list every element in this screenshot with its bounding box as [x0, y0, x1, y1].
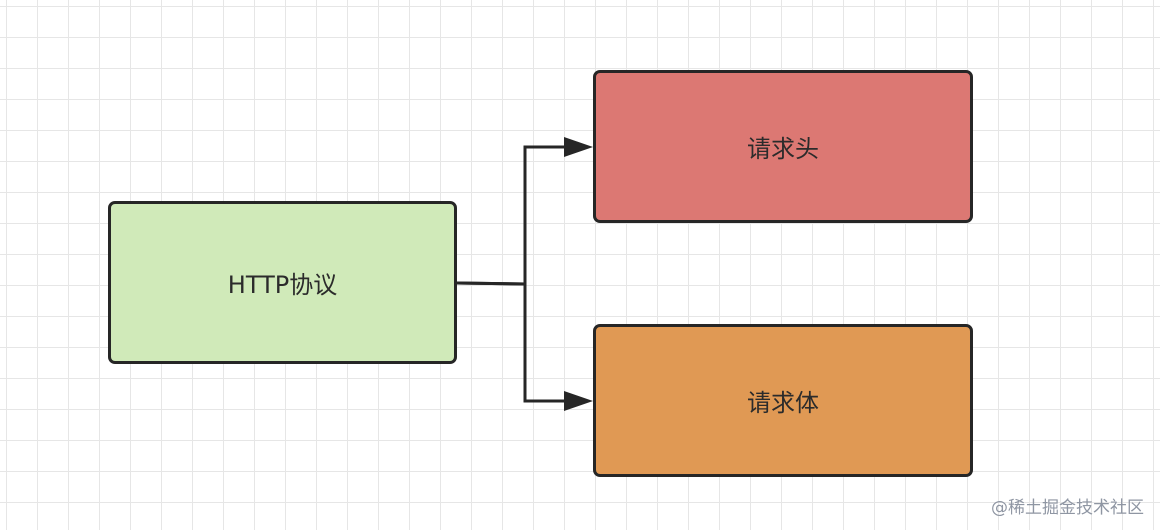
node-http-protocol[interactable]: HTTP协议 — [108, 201, 457, 364]
edge-http-to-body — [456, 281, 565, 403]
arrowhead-body — [564, 391, 593, 411]
node-request-body-label: 请求体 — [747, 389, 819, 417]
node-request-body[interactable]: 请求体 — [593, 324, 973, 477]
node-request-header[interactable]: 请求头 — [593, 70, 973, 223]
watermark: @稀土掘金技术社区 — [991, 498, 1144, 518]
edge-http-to-header — [456, 145, 565, 286]
node-request-header-label: 请求头 — [747, 135, 819, 163]
node-http-protocol-label: HTTP协议 — [227, 271, 338, 299]
arrowhead-header — [564, 137, 593, 157]
